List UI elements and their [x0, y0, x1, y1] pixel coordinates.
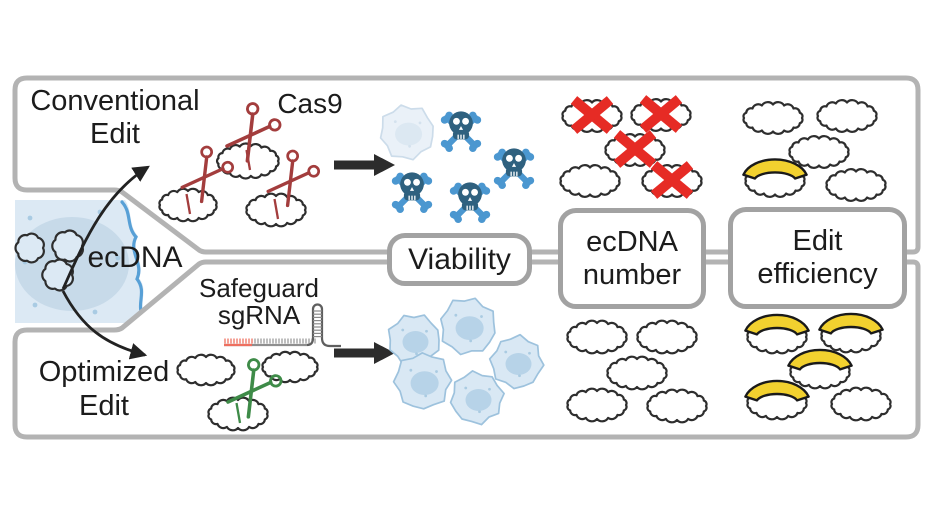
conventional-edit-line1: Conventional [30, 85, 200, 117]
conventional-edit-efficiency-group [742, 99, 887, 202]
ecdna-icon [559, 164, 621, 198]
red-cross-icon [650, 161, 694, 199]
cell-icon [439, 297, 496, 356]
conventional-edit-line2: Edit [90, 118, 140, 150]
conventional-viability-group [379, 104, 535, 223]
sgrna-icon [224, 303, 341, 348]
ecdna-number-line2: number [582, 258, 682, 291]
skull-crossbones-icon [440, 111, 482, 152]
edit-band-icon [787, 348, 853, 371]
optimized-cutting-group [176, 342, 395, 432]
edit-efficiency-line1: Edit [792, 225, 843, 257]
viability-label: Viability [408, 242, 511, 276]
skull-crossbones-icon [493, 148, 535, 189]
ecdna-icon [788, 135, 850, 169]
ecdna-icon [14, 232, 45, 264]
tumor-cell-icon [14, 200, 147, 323]
arrow-icon [334, 342, 395, 364]
optimized-edit-line2: Edit [79, 390, 129, 422]
optimized-viability-group [387, 297, 545, 426]
optimized-edit-label: Optimized Edit [8, 355, 200, 423]
scissors-icon [226, 358, 283, 419]
red-cross-icon [639, 95, 683, 133]
safeguard-line1: Safeguard [199, 273, 319, 303]
optimized-ecdna-number-group [566, 319, 708, 424]
viability-readout-box: Viability [387, 233, 532, 286]
edit-band-icon [744, 313, 810, 336]
ecdna-icon [646, 388, 708, 424]
cell-icon [488, 333, 545, 390]
red-cross-icon [570, 96, 614, 134]
optimized-edit-efficiency-group [744, 312, 892, 422]
edit-efficiency-line2: efficiency [757, 258, 878, 290]
cell-membrane [120, 200, 147, 321]
conventional-edit-label: Conventional Edit [15, 85, 215, 151]
cell-icon [379, 104, 434, 161]
cut-site-mark [235, 402, 242, 424]
curved-arrow-to-conventional [61, 165, 150, 290]
conventional-cutting-group [158, 102, 395, 228]
edit-band-icon [744, 379, 810, 402]
ecdna-icon [816, 99, 878, 133]
optimized-edit-line1: Optimized [38, 356, 170, 388]
ecdna-number-line1: ecDNA [586, 225, 678, 258]
ecdna-icon [742, 101, 804, 135]
scissors-icon [225, 102, 282, 163]
ecdna-number-readout-box: ecDNA number [558, 208, 706, 309]
red-cross-icon [613, 130, 657, 168]
scissors-icon [180, 145, 235, 204]
ecdna-icon [566, 387, 628, 423]
edit-band-icon [818, 312, 884, 335]
safeguard-sgrna-label: Safeguard sgRNA [183, 275, 335, 329]
ecdna-icon [176, 353, 236, 387]
ecdna-icon [566, 319, 628, 355]
edit-efficiency-readout-box: Edit efficiency [728, 207, 907, 309]
skull-crossbones-icon [449, 182, 491, 223]
cell-icon [449, 370, 505, 426]
curved-arrow-to-optimized [61, 290, 148, 360]
scissors-icon [266, 149, 321, 208]
skull-crossbones-icon [391, 172, 433, 213]
ecdna-icon [636, 319, 698, 355]
cas9-label: Cas9 [277, 88, 343, 119]
cell-icon [392, 352, 453, 410]
cell-icon [387, 314, 440, 367]
conventional-ecdna-number-group [559, 95, 703, 199]
arrow-icon [334, 154, 395, 176]
edit-band-icon [742, 158, 808, 180]
cut-site-mark [273, 198, 280, 220]
safeguard-line2: sgRNA [217, 300, 301, 330]
ecdna-icon [830, 386, 892, 422]
cut-site-mark [185, 193, 192, 215]
ecdna-icon [606, 355, 668, 391]
ecdna-icon [825, 168, 887, 202]
ecdna-label: ecDNA [87, 241, 183, 274]
